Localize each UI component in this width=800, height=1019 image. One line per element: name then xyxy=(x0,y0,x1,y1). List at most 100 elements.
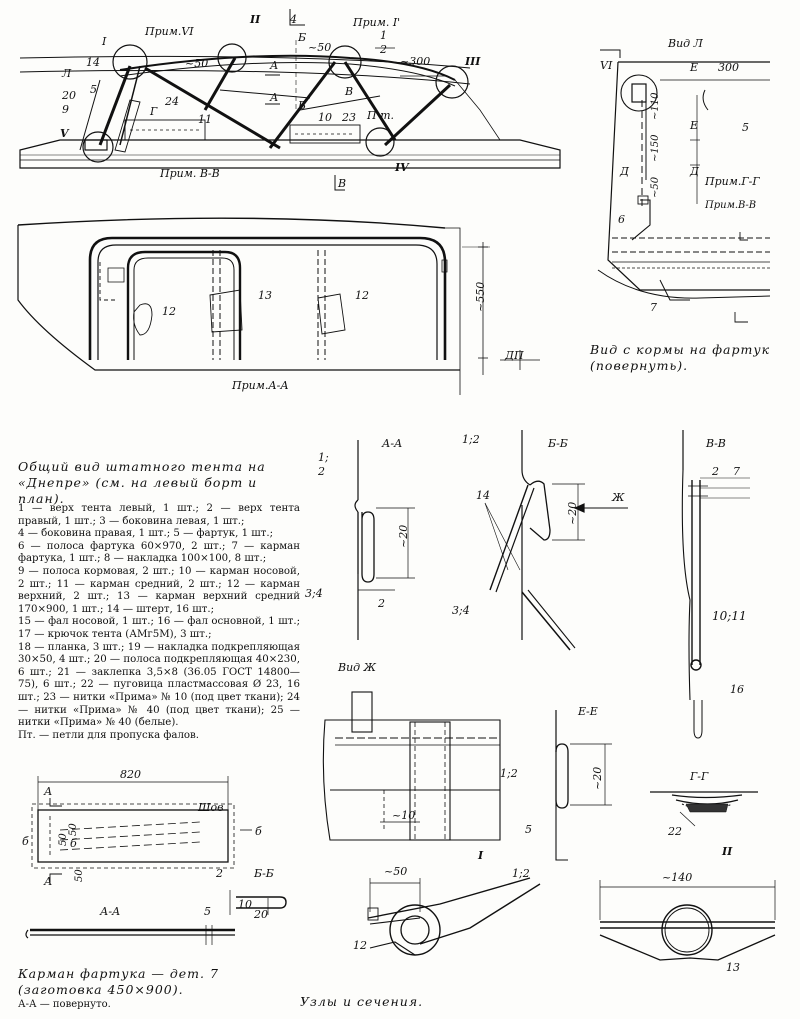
view-zh-drawing xyxy=(322,691,501,841)
plan-view-drawing xyxy=(17,217,540,395)
callout-1-2-ee: 1;2 xyxy=(500,767,518,780)
legend-item: Пт. — петли для пропуска фалов. xyxy=(18,729,200,741)
dim-2-pocket: 2 xyxy=(216,867,223,880)
section-mark-e-bottom: Е xyxy=(690,119,699,132)
callout-1-aa: 1; xyxy=(318,451,329,464)
section-mark-b-bottom: Б xyxy=(298,99,307,112)
stern-view-drawing xyxy=(597,49,771,323)
callout-1-2-node-i: 1;2 xyxy=(512,867,530,880)
callout-24: 24 xyxy=(165,95,179,108)
section-bb-drawing xyxy=(484,430,628,651)
section-mark-v-top: В xyxy=(345,85,354,98)
callout-10: 10 xyxy=(318,111,332,124)
section-ee-drawing xyxy=(555,710,612,861)
callout-5-stern: 5 xyxy=(742,121,749,134)
node-ii-drawing xyxy=(599,880,776,961)
view-mark-l: Л xyxy=(62,67,72,80)
section-mark-v-bottom: В xyxy=(338,177,347,190)
callout-5-ee: 5 xyxy=(525,823,532,836)
legend-item: 18 — планка, 3 шт.; 19 — накладка подкре… xyxy=(18,641,300,729)
callout-dp: ДП xyxy=(505,349,524,362)
section-mark-a-bottom: А xyxy=(270,91,279,104)
dim-20-bb: ~20 xyxy=(566,501,579,525)
section-mark-a-pocket-top: А xyxy=(44,785,53,798)
dim-2-aa: 2 xyxy=(378,597,385,610)
section-gg-drawing xyxy=(650,791,758,827)
callout-12-node-i: 12 xyxy=(353,939,367,952)
node-label-vi: VI xyxy=(600,59,613,72)
callout-12-right: 12 xyxy=(355,289,369,302)
pocket-caption: Карман фартука — дет. 7 (заготовка 450×9… xyxy=(18,966,219,997)
dim-50-top: ~50 xyxy=(308,41,332,54)
section-mark-g: Г xyxy=(150,105,158,118)
callout-7: 7 xyxy=(650,301,657,314)
node-ii-title: II xyxy=(722,845,733,858)
node-label-iv: IV xyxy=(395,161,409,174)
section-mark-a-top: А xyxy=(270,59,279,72)
dim-300-stern: 300 xyxy=(718,61,739,74)
section-mark-a-pocket-bottom: А xyxy=(44,875,53,888)
node-label-i: I xyxy=(102,35,107,48)
node-label-iii: III xyxy=(465,55,481,68)
callout-6: 6 xyxy=(618,213,625,226)
section-gg-title: Г-Г xyxy=(690,770,709,783)
legend-item: 4 — боковина правая, 1 шт.; 5 — фартук, … xyxy=(18,528,274,540)
callout-2-aa: 2 xyxy=(318,465,325,478)
legend-item: 6 — полоса фартука 60×970, 2 шт.; 7 — ка… xyxy=(18,540,300,565)
callout-prim-vi: Прим.VI xyxy=(145,25,194,38)
dim-20-ee: ~20 xyxy=(591,766,604,790)
dim-300: ~300 xyxy=(400,55,431,68)
callout-20: 20 xyxy=(62,89,76,102)
section-vv-title: В-В xyxy=(706,437,726,450)
dim-820: 820 xyxy=(120,768,141,781)
section-mark-b-pocket-mid: б xyxy=(70,837,77,850)
legend-list: 1 — верх тента левый, 1 шт.; 2 — верх те… xyxy=(18,503,300,742)
dim-50-node-i: ~50 xyxy=(384,865,408,878)
dim-140: ~140 xyxy=(662,871,693,884)
dim-150: ~150 xyxy=(650,134,661,162)
dim-7-vv: 7 xyxy=(733,465,740,478)
section-bb-title: Б-Б xyxy=(548,437,568,450)
section-mark-d-left: Д xyxy=(620,165,629,178)
callout-13: 13 xyxy=(258,289,272,302)
callout-shov: Шов xyxy=(198,801,224,814)
callout-prim-gg: Прим.Г-Г xyxy=(705,175,760,188)
stern-view-caption: Вид с кормы на фартук (повернуть). xyxy=(590,342,771,373)
pocket-drawing xyxy=(25,776,287,945)
callout-22: 22 xyxy=(668,825,682,838)
callout-10-11-vv: 10;11 xyxy=(712,609,747,623)
dim-2-vv: 2 xyxy=(712,465,719,478)
bottom-caption: Узлы и сечения. xyxy=(300,994,424,1009)
section-mark-e-top: Е xyxy=(690,61,699,74)
dim-50-left: ~50 xyxy=(185,57,209,70)
plan-view-label: Прим.А-А xyxy=(232,379,289,392)
section-vv-drawing xyxy=(681,430,750,739)
callout-11: 11 xyxy=(198,113,212,126)
legend-item: 9 — полоса кормовая, 2 шт.; 10 — карман … xyxy=(18,565,300,615)
legend-title: Общий вид штатного тента на «Днепре» (см… xyxy=(18,459,266,506)
node-label-ii: II xyxy=(250,13,261,26)
callout-14-bb: 14 xyxy=(476,489,490,502)
section-mark-b-pocket: б xyxy=(255,825,262,838)
node-i-title: I xyxy=(478,849,484,862)
callout-4: 4 xyxy=(290,13,297,26)
legend-item: 15 — фал носовой, 1 шт.; 16 — фал основн… xyxy=(18,616,300,640)
section-mark-b-pocket-left: б xyxy=(22,835,29,848)
callout-pt: П т. xyxy=(367,109,395,122)
dim-5-pocket: 5 xyxy=(204,905,211,918)
section-aa-pocket-title: А-А xyxy=(100,905,121,918)
section-ee-title: Е-Е xyxy=(578,705,598,718)
dim-50-pocket-c: 50 xyxy=(74,869,85,882)
dim-20-pocket: 20 xyxy=(254,908,268,921)
view-mark-zh: Ж xyxy=(612,491,625,504)
callout-1-2-bb: 1;2 xyxy=(462,433,480,446)
callout-prim-vv: Прим.В-В xyxy=(705,200,757,211)
section-bb-pocket-title: Б-Б xyxy=(254,867,274,880)
side-view-label: Прим. В-В xyxy=(160,167,220,180)
node-label-v: V xyxy=(60,127,69,140)
stern-view-title: Вид Л xyxy=(668,37,703,50)
dim-10-pocket: 10 xyxy=(238,898,252,911)
dim-110: ~110 xyxy=(650,92,661,120)
